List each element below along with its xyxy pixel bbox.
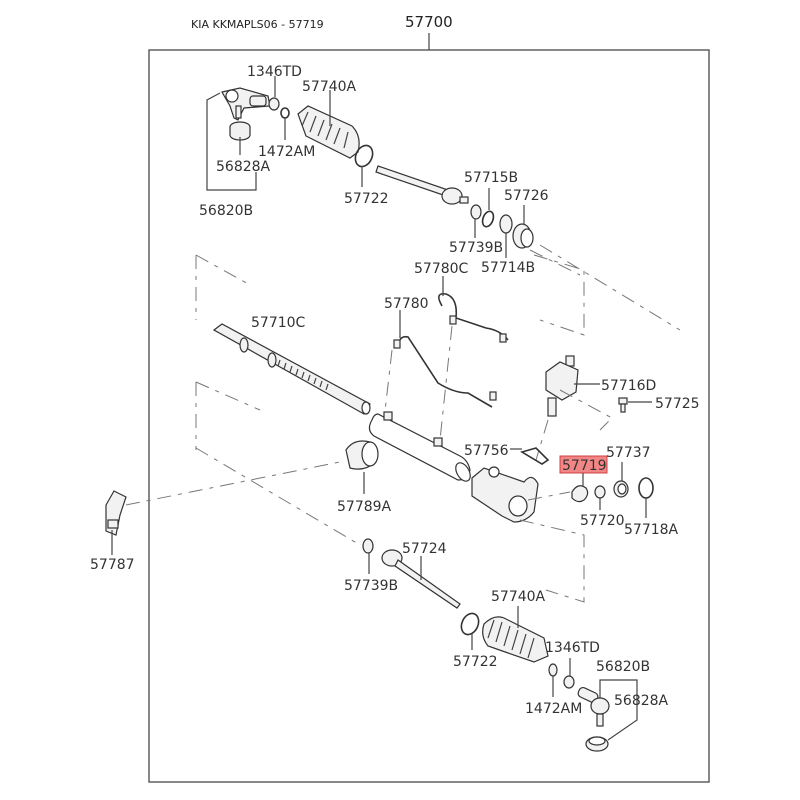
bracket-lines [125,447,361,546]
assembly-number: 57700 [405,13,453,31]
ring-57722-lower[interactable] [458,611,482,638]
label-57726[interactable]: 57726 [504,188,549,204]
ring-57722-upper[interactable] [352,143,376,170]
nut-57714B[interactable] [499,214,513,234]
label-57716D[interactable]: 57716D [601,378,656,394]
nut-1472AM-upper[interactable] [280,107,290,119]
label-57756[interactable]: 57756 [464,443,509,459]
label-57739B-lower[interactable]: 57739B [344,578,398,594]
nut-1346TD-upper[interactable] [268,97,280,111]
seal-57718A[interactable] [638,477,654,499]
phantom-box-upper [195,254,585,336]
label-57722-upper[interactable]: 57722 [344,191,389,207]
tie-rod-end-upper[interactable] [221,87,271,121]
plug-57737[interactable] [613,480,629,498]
gear-housing[interactable] [471,466,539,523]
label-57714B[interactable]: 57714B [481,260,535,276]
washer-57739B-lower[interactable] [362,538,374,554]
dust-cover-upper[interactable] [229,121,251,141]
nut-1472AM-lower[interactable] [548,663,558,677]
yoke-57719[interactable] [571,485,589,503]
bellows-boot-upper[interactable] [297,105,360,159]
bushing-57726[interactable] [512,223,534,249]
bracket-57787[interactable] [105,490,127,536]
leader-56820B-lower [599,679,638,741]
pipe-57780C[interactable] [438,292,509,343]
label-57740A-lower[interactable]: 57740A [491,589,546,605]
diagram-frame [148,49,710,783]
label-56820B-lower[interactable]: 56820B [596,659,650,675]
label-57720[interactable]: 57720 [580,513,625,529]
label-56828A-upper[interactable]: 56828A [216,159,271,175]
valve-57716D[interactable] [545,355,579,417]
label-57718A[interactable]: 57718A [624,522,679,538]
dust-cover-lower[interactable] [585,736,609,752]
label-57725[interactable]: 57725 [655,396,700,412]
label-56828A-lower[interactable]: 56828A [614,693,669,709]
pipe-connection-lines [383,325,453,441]
label-57722-lower[interactable]: 57722 [453,654,498,670]
label-1346TD-lower[interactable]: 1346TD [545,640,600,656]
washer-57739B-upper[interactable] [470,204,482,220]
nut-57720[interactable] [594,485,606,499]
nut-1346TD-lower[interactable] [563,675,575,689]
label-57739B-upper[interactable]: 57739B [449,240,503,256]
label-56820B-upper[interactable]: 56820B [199,203,253,219]
label-57789A[interactable]: 57789A [337,499,392,515]
label-57787[interactable]: 57787 [90,557,135,573]
bellows-boot-lower[interactable] [482,616,549,663]
label-57724[interactable]: 57724 [402,541,447,557]
rack-57710C[interactable] [212,323,371,415]
label-57719[interactable]: 57719 [562,458,607,474]
leader-56820B-upper [206,92,257,191]
bushing-57789A[interactable] [345,440,379,470]
label-1346TD-upper[interactable]: 1346TD [247,64,302,80]
valve-lines [535,389,613,461]
label-57737[interactable]: 57737 [606,445,651,461]
oring-57715B[interactable] [481,210,496,228]
label-57780C[interactable]: 57780C [414,261,469,277]
phantom-box-lower [519,519,585,603]
label-1472AM-upper[interactable]: 1472AM [258,144,315,160]
phantom-box-mid [195,249,581,450]
diagram-title: KIA KKMAPLS06 - 57719 [191,18,324,31]
pipe-57780[interactable] [393,335,497,408]
tube-housing[interactable] [368,411,473,484]
yoke-axis-line [527,491,571,501]
label-57780[interactable]: 57780 [384,296,429,312]
axis-line-upper [539,244,681,331]
bolt-57725[interactable] [618,397,628,413]
label-1472AM-lower[interactable]: 1472AM [525,701,582,717]
inner-tie-rod-lower[interactable] [381,549,461,609]
label-57715B[interactable]: 57715B [464,170,518,186]
label-57710C[interactable]: 57710C [251,315,306,331]
inner-tie-rod-upper[interactable] [375,165,469,205]
label-57740A-upper[interactable]: 57740A [302,79,357,95]
gasket-57756[interactable] [520,447,550,465]
